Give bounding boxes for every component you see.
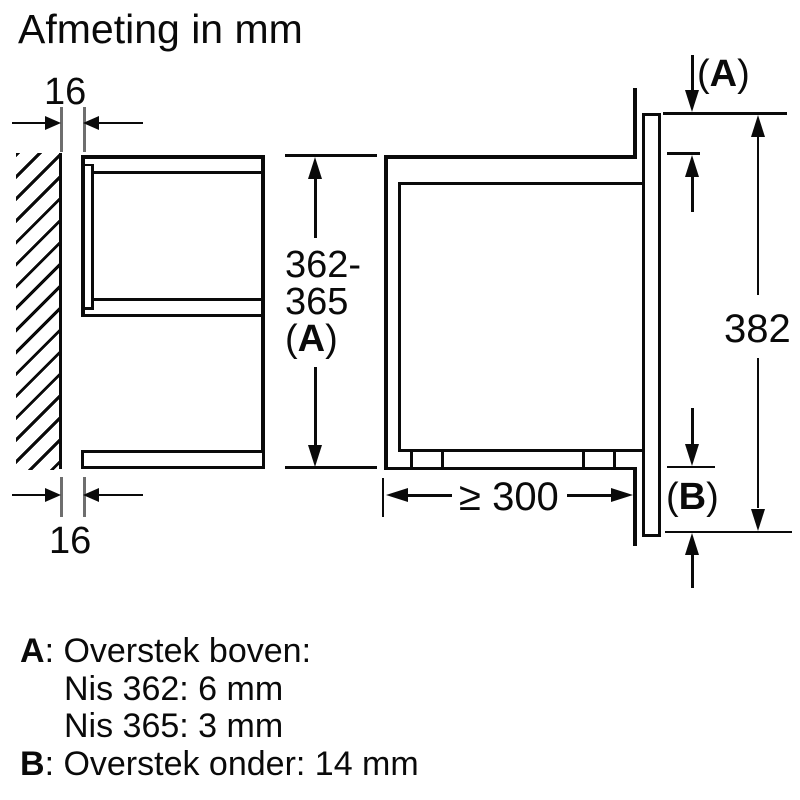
- dim-overhang-bottom-stem-upper: [691, 408, 694, 444]
- housing-inner-back-line: [91, 163, 94, 310]
- housing-inner-top-line: [91, 170, 262, 174]
- dim-niche-label: 362- 365 (A): [285, 244, 362, 360]
- cabinet-front-edge-line: [261, 155, 265, 469]
- wall-hatch: [16, 153, 59, 470]
- legend: A: Overstek boven: Nis 362: 6 mm Nis 365…: [20, 632, 419, 783]
- dim-niche-key: (A): [285, 318, 338, 360]
- housing-outer-back-line: [81, 155, 85, 317]
- dim-overhang-bottom-arrow-up-icon: [685, 533, 699, 555]
- housing-outer-bottom-line: [81, 313, 264, 317]
- dim-overhang-top-arrow-up-icon: [685, 154, 699, 177]
- dim-16-bottom-arrow-right-icon: [45, 487, 61, 502]
- housing-outer-top-line: [81, 155, 264, 159]
- dim-overhang-top-arrow-down-icon: [685, 90, 699, 112]
- dim-382-stem-upper: [756, 135, 759, 295]
- dim-382-arrow-up-icon: [750, 114, 765, 137]
- dim-300-label: ≥ 300: [459, 475, 559, 519]
- cabinet-bottom-shelf: [81, 450, 265, 469]
- legend-line-a: A: Overstek boven:: [20, 632, 312, 670]
- page-title: Afmeting in mm: [18, 6, 303, 52]
- dim-niche-stem-bottom: [314, 367, 317, 445]
- wall-line: [58, 153, 62, 469]
- dim-overhang-top-label: (A): [697, 53, 750, 95]
- dim-382-stem-lower: [756, 358, 759, 508]
- housing-inner-bottom-line: [91, 297, 262, 301]
- carcass-inner-top-line: [398, 182, 643, 185]
- dim-overhang-bottom-ext-upper: [667, 465, 715, 468]
- legend-line-nis362: Nis 362: 6 mm: [64, 669, 284, 708]
- dim-16-top-arrow-left-icon: [83, 115, 99, 130]
- dim-niche-ext-bottom: [285, 466, 377, 469]
- dim-niche-arrow-up-icon: [308, 156, 322, 179]
- dim-niche-ext-top: [285, 154, 377, 157]
- carcass-front-edge-bottom-line: [633, 467, 637, 546]
- carcass-outer-side-line: [384, 155, 388, 470]
- dim-niche-stem-top: [314, 178, 317, 238]
- dim-overhang-bottom-stem-lower: [691, 554, 694, 588]
- appliance-foot-right: [582, 452, 616, 467]
- housing-step-bottom-line: [81, 307, 94, 310]
- dim-16-bottom-ext-left: [60, 477, 63, 517]
- dim-niche-arrow-down-icon: [308, 444, 322, 467]
- legend-line-nis365: Nis 365: 3 mm: [64, 707, 284, 745]
- legend-line-b: B: Overstek onder: 14 mm: [20, 744, 419, 783]
- housing-step-top-line: [81, 163, 94, 166]
- carcass-outer-top-line: [384, 155, 637, 159]
- dim-16-bottom-label: 16: [49, 520, 92, 562]
- dim-16-top-ext-left: [60, 107, 63, 152]
- dim-16-top-label: 16: [44, 71, 87, 113]
- dim-300-ext-left: [381, 478, 384, 517]
- dim-niche-value-1: 362-: [285, 244, 362, 286]
- appliance-front-trim: [642, 113, 661, 537]
- carcass-inner-side-line: [398, 182, 401, 452]
- dim-niche-value-2: 365: [285, 281, 349, 323]
- dim-300-arrow-right-icon: [611, 488, 633, 502]
- dim-16-bottom-arrow-left-icon: [83, 487, 99, 502]
- dim-16-top-stem-left: [12, 121, 46, 124]
- dim-16-top-ext-right: [83, 107, 86, 152]
- dim-overhang-bottom-label: (B): [666, 476, 719, 518]
- dim-300-stem-right: [567, 494, 611, 497]
- dim-shared-ext-bottom: [665, 530, 792, 533]
- dim-overhang-top-stem-lower: [691, 176, 694, 212]
- dim-16-top-stem-right: [99, 121, 143, 124]
- dim-overhang-top-ext-lower: [667, 152, 700, 155]
- dim-overhang-top-stem-upper: [691, 55, 694, 91]
- dim-300-stem-left: [407, 494, 452, 497]
- dim-382-label: 382: [724, 307, 791, 351]
- carcass-inner-bottom-line: [398, 449, 643, 452]
- dim-overhang-top-ext-upper: [663, 112, 787, 115]
- dim-300-arrow-left-icon: [386, 488, 408, 502]
- carcass-front-edge-top-line: [633, 88, 637, 157]
- dim-16-bottom-stem-right: [99, 493, 143, 496]
- appliance-foot-left: [410, 452, 444, 467]
- dim-16-bottom-stem-left: [12, 493, 46, 496]
- dim-382-arrow-down-icon: [750, 509, 765, 531]
- dim-16-top-arrow-right-icon: [45, 115, 61, 130]
- dim-overhang-bottom-arrow-down-icon: [685, 443, 699, 466]
- carcass-outer-bottom-line: [384, 466, 637, 470]
